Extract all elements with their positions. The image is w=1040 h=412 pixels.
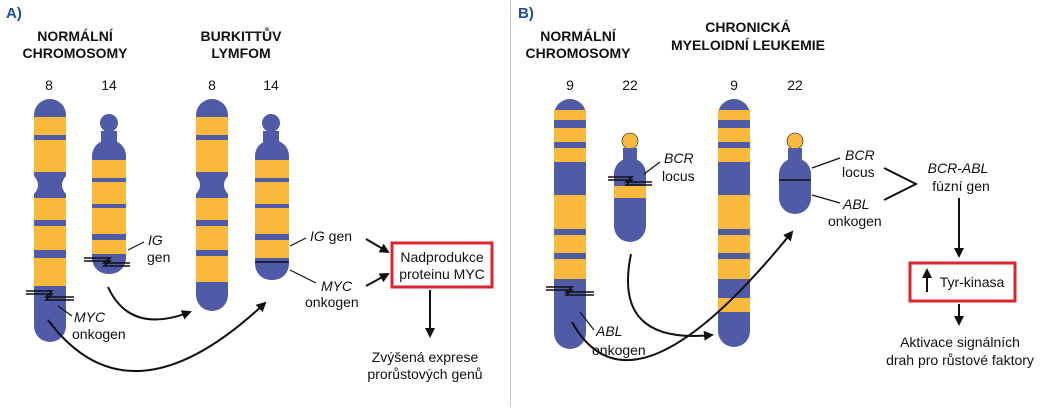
chrom-number-9-normal: 9 [566,77,574,93]
chrom-number-14-burkitt: 14 [263,77,279,93]
heading-cml-line2: MYELOIDNÍ LEUKEMIE [671,37,825,53]
chrom-number-8-normal: 8 [45,77,53,93]
ig-gene-label-left-gen: gen [147,249,170,265]
bcr-locus-label-left: BCR [664,150,694,166]
ig-gene-pointer-right [289,237,307,247]
arrow-ig-to-box [365,238,390,254]
ig-gene-label-left: IG [148,232,163,248]
arrow-9-to-cml-22 [571,230,794,362]
bcr-pointer-right [811,157,841,169]
chromosome-9-cml [718,99,750,347]
arrow-8-to-burkitt-14 [47,301,267,373]
heading-burkitt-line2: LYMFOM [211,45,270,61]
panel-b-label: B) [518,5,534,22]
arrow-22-to-cml-9 [626,253,714,341]
myc-pointer-left [57,305,73,317]
bcr-locus-label-right: BCR [845,147,875,163]
heading-burkitt-line1: BURKITTŮV [201,26,283,44]
chromosome-22-normal [608,132,652,242]
myc-label-right-onkogen: onkogen [305,294,359,310]
chrom-number-14-normal: 14 [101,77,117,93]
bcr-locus-label-left-locus: locus [662,168,695,184]
chrom-number-22-cml: 22 [787,77,803,93]
chromosome-14-normal [84,114,130,274]
myc-label-right: MYC [321,278,353,294]
abl-label-left-onkogen: onkogen [592,342,646,358]
chrom-number-22-normal: 22 [622,77,638,93]
myc-label-left: MYC [74,309,106,325]
heading-normal-line1: NORMÁLNÍ [37,28,114,44]
heading-normal-line1-b: NORMÁLNÍ [540,28,617,44]
panel-a-burkitt: A) NORMÁLNÍ CHROMOSOMY BURKITTŮV LYMFOM … [0,0,510,407]
panel-b-cml: B) NORMÁLNÍ CHROMOSOMY CHRONICKÁ MYELOID… [512,0,1040,407]
panel-divider [510,0,511,407]
chrom-number-8-burkitt: 8 [208,77,216,93]
box-line1: Nadprodukce [400,249,483,265]
result-line1: Zvýšená exprese [372,349,479,365]
myc-pointer-right [289,269,317,284]
abl-label-right: ABL [842,196,869,212]
myc-overproduction-box [390,241,494,289]
result-line2: prorůstových genů [367,366,482,382]
chromosome-14-burkitt [255,114,289,280]
heading-normal-line2-b: CHROMOSOMY [526,45,632,61]
fusion-label: BCR-ABL [928,160,989,176]
bcr-pointer-left [643,161,661,175]
panel-a-label: A) [6,5,22,22]
arrow-myc-to-box [365,273,390,287]
heading-cml-line1: CHRONICKÁ [705,19,791,35]
chrom-number-9-cml: 9 [730,77,738,93]
heading-normal-line2: CHROMOSOMY [23,45,129,61]
bcr-locus-label-right-locus: locus [842,164,875,180]
result-b-line1: Aktivace signálních [900,334,1020,350]
panel-a-figure: A) NORMÁLNÍ CHROMOSOMY BURKITTŮV LYMFOM … [6,5,494,382]
ig-gene-pointer-left [127,241,145,251]
myc-label-left-onkogen: onkogen [72,326,126,342]
fusion-label-gen: fúzní gen [932,178,990,194]
abl-pointer-left [579,311,595,331]
abl-label-left: ABL [595,323,622,339]
fusion-bracket [883,167,919,201]
arrow-14-to-burkitt-8 [107,286,192,321]
panel-b-figure: B) NORMÁLNÍ CHROMOSOMY CHRONICKÁ MYELOID… [518,5,1034,368]
abl-pointer-right [811,194,841,204]
ig-gene-label-right: IG gen [310,228,352,244]
chromosome-8-normal [26,99,74,342]
tyr-kinase-label: Tyr-kinasa [940,274,1005,290]
chromosome-8-burkitt [196,99,228,311]
abl-label-right-onkogen: onkogen [828,213,882,229]
box-line2: proteinu MYC [399,266,485,282]
result-b-line2: drah pro růstové faktory [886,352,1034,368]
chromosome-9-normal [546,99,594,349]
chromosome-22-cml [779,132,811,214]
